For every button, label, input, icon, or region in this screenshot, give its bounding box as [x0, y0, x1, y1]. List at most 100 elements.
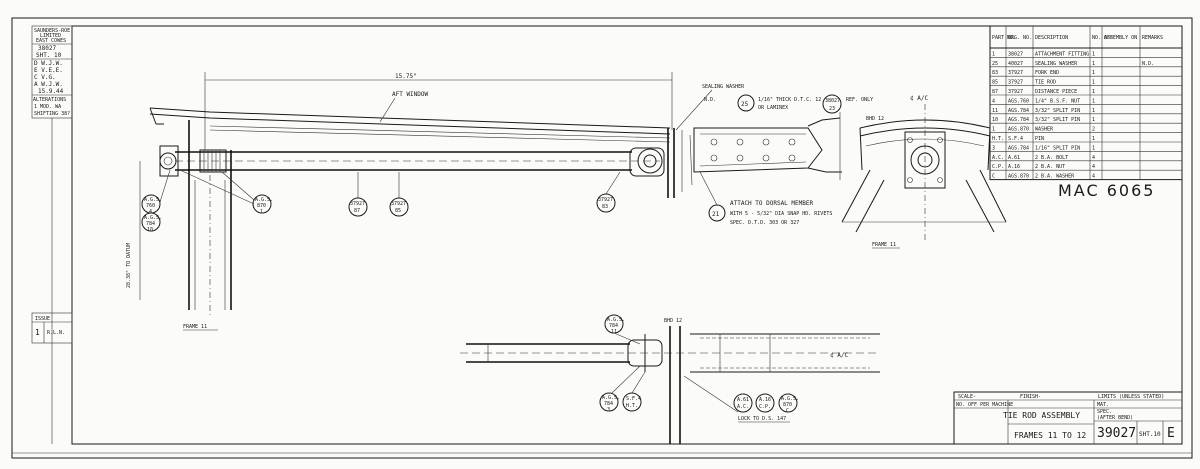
drawing-title: TIE ROD ASSEMBLY	[1003, 411, 1080, 420]
parts-table-cell: AGS.784	[1008, 108, 1029, 114]
svg-text:C.P.: C.P.	[759, 404, 771, 410]
parts-table-cell: 83	[992, 70, 998, 76]
parts-table-cell: 3	[992, 145, 995, 151]
svg-text:LIMITS (UNLESS STATED): LIMITS (UNLESS STATED)	[1098, 394, 1164, 400]
centerline-lower-label: ¢ A/C	[830, 352, 848, 359]
svg-text:MAT.: MAT.	[1097, 402, 1109, 408]
parts-table-cell: 1	[1092, 98, 1095, 104]
svg-text:REF. ONLY: REF. ONLY	[846, 97, 873, 103]
parts-table-cell: ATTACHMENT FITTING	[1035, 51, 1089, 57]
parts-table-cell: 11	[992, 108, 998, 114]
svg-text:D W.J.W.: D W.J.W.	[34, 60, 63, 67]
parts-table-cell: A.16	[1008, 164, 1020, 170]
parts-table-header: PART NO.	[992, 35, 1016, 41]
issue-letter: E	[1167, 426, 1175, 441]
datum-label: 28.38" TO DATUM	[126, 243, 132, 288]
svg-text:784: 784	[146, 221, 155, 227]
parts-table-cell: 3/32" SPLIT PIN	[1035, 108, 1080, 114]
svg-text:SCALE-: SCALE-	[958, 394, 976, 400]
balloon-38027	[822, 94, 842, 114]
parts-table-cell: AGS.870	[1008, 174, 1029, 180]
svg-text:FINISH-: FINISH-	[1020, 394, 1041, 400]
parts-table-cell: SEALING WASHER	[1035, 61, 1078, 67]
parts-table-cell: 1	[1092, 61, 1095, 67]
parts-table-header: DESCRIPTION	[1035, 35, 1068, 41]
outer-border	[11, 17, 1193, 459]
svg-text:23: 23	[829, 106, 835, 112]
svg-text:A.16: A.16	[759, 397, 771, 403]
svg-text:760: 760	[146, 203, 155, 209]
balloons-rod: 37927 87 37927 85 37927 83	[348, 171, 621, 217]
svg-text:784: 784	[604, 401, 613, 407]
frame-11-right-label: FRAME 11	[872, 242, 896, 248]
svg-text:OR LAMINEX: OR LAMINEX	[758, 105, 788, 111]
aft-window-label: AFT WINDOW	[392, 91, 429, 98]
svg-text:85: 85	[395, 208, 401, 214]
parts-table-header: ASSEMBLY ON	[1104, 35, 1137, 41]
svg-text:83: 83	[602, 204, 608, 210]
parts-table-cell: 2 B.A. WASHER	[1035, 174, 1075, 180]
parts-table-cell: N.D.	[1142, 61, 1154, 67]
svg-text:SPEC. D.T.D. 303 OR 327: SPEC. D.T.D. 303 OR 327	[730, 220, 799, 226]
title-block: SCALE- FINISH- LIMITS (UNLESS STATED) NO…	[953, 391, 1183, 445]
svg-text:A.G.S.: A.G.S.	[144, 197, 162, 203]
svg-text:87: 87	[354, 208, 360, 214]
parts-table-cell: 37927	[1008, 80, 1023, 86]
section-view: ¢ A/C BHD 12 FRAME 11	[841, 95, 1007, 249]
svg-text:EAST COWES: EAST COWES	[36, 38, 66, 44]
parts-table-cell: 1/4" B.S.F. NUT	[1035, 98, 1080, 104]
parts-table-cell: 1	[992, 127, 995, 133]
parts-table-header: DRG. NO.	[1008, 35, 1032, 41]
svg-text:38027: 38027	[825, 98, 840, 104]
svg-text:H.T.: H.T.	[626, 403, 638, 409]
svg-text:SAUNDERS-ROE: SAUNDERS-ROE	[34, 28, 70, 34]
approval-block: SAUNDERS-ROE LIMITED EAST COWES 38027 SH…	[31, 25, 73, 444]
svg-text:SHT.10: SHT.10	[1139, 431, 1161, 438]
parts-table-cell: 25	[992, 61, 998, 67]
main-elevation-view: 15.75" AFT WINDOW FRAME 11	[126, 72, 873, 331]
parts-table-cell: 1	[1092, 145, 1095, 151]
parts-table-cell: C	[992, 174, 995, 180]
svg-text:A W.J.W.: A W.J.W.	[34, 81, 63, 88]
svg-text:37927: 37927	[391, 201, 406, 207]
parts-table-cell: 37927	[1008, 89, 1023, 95]
svg-text:C V.G.: C V.G.	[34, 74, 56, 81]
parts-table-cell: 2 B.A. BOLT	[1035, 155, 1068, 161]
sealing-washer-label: SEALING WASHER	[702, 84, 745, 90]
drawing-subtitle: FRAMES 11 TO 12	[1014, 431, 1086, 440]
svg-text:15.9.44: 15.9.44	[38, 88, 64, 95]
parts-table-cell: FORK END	[1035, 70, 1059, 76]
parts-table-cell: 85	[992, 80, 998, 86]
parts-table-header: REMARKS	[1142, 35, 1163, 41]
svg-text:ALTERATIONS: ALTERATIONS	[33, 97, 66, 103]
parts-table-cell: TIE ROD	[1035, 80, 1056, 86]
parts-table-cell: AGS.784	[1008, 145, 1029, 151]
svg-text:SPEC.: SPEC.	[1097, 409, 1112, 415]
svg-text:LIMITED: LIMITED	[40, 33, 61, 39]
plan-view: BHD 12 ¢ A/C A.G.S. 784 11 A.G.S. 784 3 …	[460, 314, 880, 444]
parts-table-cell: 1	[1092, 70, 1095, 76]
dim-overall-label: 15.75"	[395, 73, 417, 80]
parts-table-cell: DISTANCE PIECE	[1035, 89, 1077, 95]
parts-table-cell: A.C.	[992, 155, 1004, 161]
svg-text:1: 1	[260, 209, 263, 215]
parts-table-cell: PIN	[1035, 136, 1044, 142]
lock-note: LOCK TO D.S. 147	[738, 416, 786, 422]
parts-table-cell: S.F.4	[1008, 136, 1023, 142]
bhd-12-lower-label: BHD 12	[664, 318, 682, 324]
parts-table-cell: 4	[992, 98, 995, 104]
svg-text:SHT. 10: SHT. 10	[36, 52, 62, 59]
bhd-12-label: BHD 12	[866, 116, 884, 122]
svg-text:1 MOD. WA: 1 MOD. WA	[34, 104, 61, 110]
parts-table-cell: 2 B.A. NUT	[1035, 164, 1065, 170]
svg-text:ISSUE: ISSUE	[35, 316, 50, 322]
parts-table-cell: AGS.760	[1008, 98, 1029, 104]
svg-text:37927: 37927	[598, 197, 613, 203]
parts-table-cell: 1	[1092, 108, 1095, 114]
svg-text:SHIFTING 38?: SHIFTING 38?	[34, 111, 70, 117]
svg-text:R.L.N.: R.L.N.	[47, 330, 65, 336]
centerline-label: ¢ A/C	[910, 95, 928, 102]
svg-text:A.G.S.: A.G.S.	[607, 317, 625, 323]
parts-table-cell: WASHER	[1035, 127, 1054, 133]
